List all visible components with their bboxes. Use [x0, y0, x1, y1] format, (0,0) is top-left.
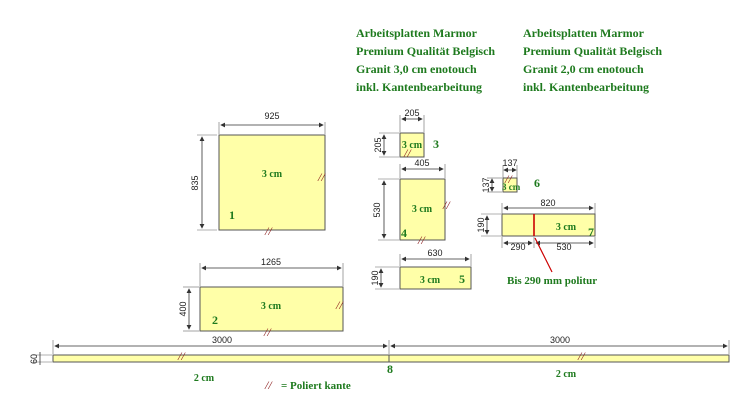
piece-2-slab	[199, 286, 344, 332]
piece-1-polish-mark: //	[317, 170, 326, 184]
heading-left-line3: Granit 3,0 cm enotouch	[356, 62, 477, 76]
piece-3: 205 205 3 cm 3 //	[373, 108, 439, 160]
piece-6: 137 137 3 cm 6 //	[481, 158, 540, 193]
piece-4-thickness: 3 cm	[412, 204, 433, 215]
heading-right: Arbeitsplatten Marmor Premium Qualität B…	[523, 26, 662, 94]
piece-2-polish-mark: //	[335, 298, 344, 312]
polish-note: Bis 290 mm politur	[507, 275, 597, 287]
piece-8-width-right: 3000	[550, 335, 570, 345]
heading-left-line4: inkl. Kantenbearbeitung	[356, 80, 482, 94]
piece-2-thickness: 3 cm	[261, 301, 282, 312]
piece-8-thickness-left: 2 cm	[194, 373, 215, 384]
piece-5-thickness: 3 cm	[420, 275, 441, 286]
piece-7-sub-right: 530	[556, 242, 571, 252]
heading-left: Arbeitsplatten Marmor Premium Qualität B…	[356, 26, 495, 94]
piece-3-slab	[399, 132, 425, 158]
piece-4-number: 4	[401, 226, 407, 240]
piece-8-polish-mark-left: //	[177, 349, 186, 363]
piece-1: 925 835 3 cm 1 // //	[190, 111, 326, 238]
piece-8-thickness-right: 2 cm	[556, 369, 577, 380]
piece-7-number: 7	[588, 225, 594, 239]
polish-note-leader	[534, 237, 553, 273]
legend-symbol: //	[264, 378, 273, 392]
piece-5-height: 190	[370, 270, 380, 285]
heading-right-line3: Granit 2,0 cm enotouch	[523, 62, 644, 76]
piece-6-width: 137	[502, 158, 517, 168]
piece-6-thickness: 3 cm	[502, 182, 521, 192]
heading-left-line1: Arbeitsplatten Marmor	[356, 26, 478, 40]
piece-2-polish-mark-bottom: //	[263, 325, 272, 339]
piece-4-polish-mark: //	[442, 198, 451, 212]
piece-4-width: 405	[414, 158, 429, 168]
piece-8-polish-mark-right: //	[577, 349, 586, 363]
legend: // = Poliert kante	[264, 378, 351, 392]
piece-5-slab	[399, 266, 472, 290]
piece-1-width: 925	[264, 111, 279, 121]
piece-4-polish-mark-bottom: //	[417, 233, 426, 247]
heading-right-line2: Premium Qualität Belgisch	[523, 44, 662, 58]
piece-4: 405 530 3 cm 4 // //	[372, 158, 451, 247]
piece-4-height: 530	[372, 202, 382, 217]
piece-3-height: 205	[373, 137, 383, 152]
piece-4-slab	[399, 178, 446, 241]
piece-1-thickness: 3 cm	[262, 169, 283, 180]
piece-1-slab	[218, 134, 326, 231]
piece-1-height: 835	[190, 175, 200, 190]
piece-5-width: 630	[427, 248, 442, 258]
piece-3-thickness: 3 cm	[402, 140, 423, 151]
piece-7-thickness: 3 cm	[556, 222, 577, 233]
piece-7-height: 190	[476, 217, 486, 232]
heading-right-line1: Arbeitsplatten Marmor	[523, 26, 645, 40]
piece-5: 630 190 3 cm 5	[370, 248, 472, 290]
piece-2-width: 1265	[261, 257, 281, 267]
piece-1-number: 1	[229, 208, 235, 222]
piece-3-polish-mark: //	[403, 146, 412, 160]
piece-7-sub-left: 290	[510, 242, 525, 252]
piece-6-number: 6	[534, 176, 540, 190]
piece-2-number: 2	[212, 313, 218, 327]
piece-8-width-left: 3000	[212, 335, 232, 345]
piece-7: 820 190 3 cm 7 290 530 Bis 290 mm politu…	[476, 198, 597, 287]
piece-7-slab	[501, 213, 596, 237]
piece-3-number: 3	[433, 137, 439, 151]
heading-right-line4: inkl. Kantenbearbeitung	[523, 80, 649, 94]
legend-text: = Poliert kante	[281, 380, 351, 392]
piece-2: 1265 400 3 cm 2 // //	[178, 257, 344, 339]
piece-8-slab	[52, 354, 730, 363]
piece-6-polish-mark: //	[504, 172, 513, 186]
piece-1-polish-mark-bottom: //	[264, 224, 273, 238]
piece-8-height: 60	[29, 354, 39, 364]
piece-5-number: 5	[459, 272, 465, 286]
piece-8: 3000 3000 60 // // 2 cm 2 cm 8	[29, 335, 730, 384]
piece-3-width: 205	[404, 108, 419, 118]
piece-7-width: 820	[540, 198, 555, 208]
piece-8-number: 8	[387, 362, 393, 376]
piece-6-slab	[502, 177, 518, 193]
piece-6-height: 137	[481, 177, 491, 192]
heading-left-line2: Premium Qualität Belgisch	[356, 44, 495, 58]
piece-2-height: 400	[178, 301, 188, 316]
